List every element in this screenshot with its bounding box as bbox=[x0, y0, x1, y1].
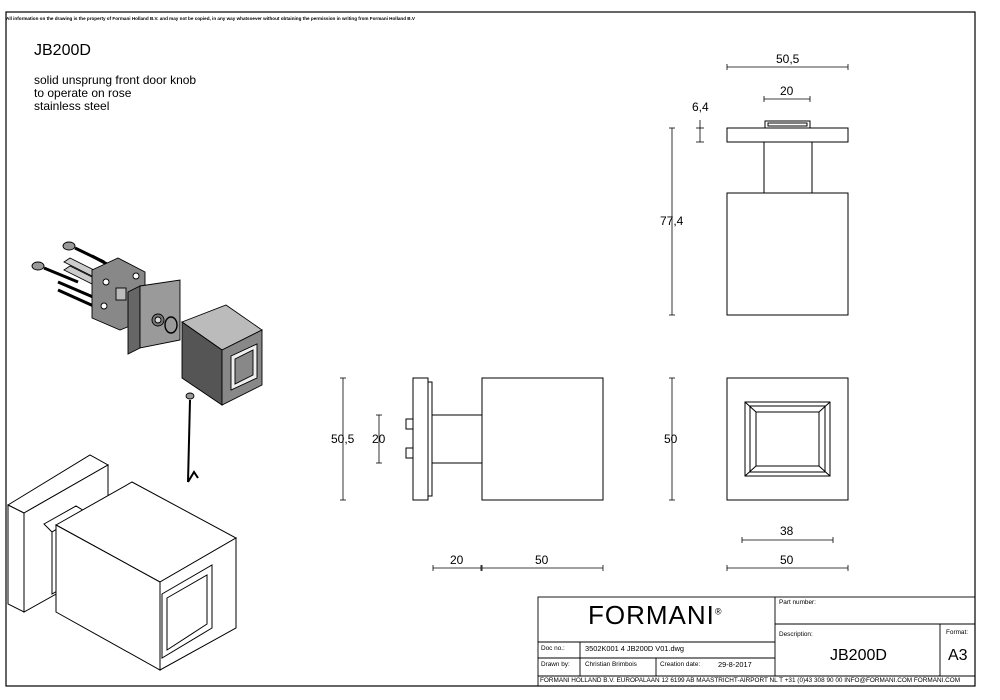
side-view-dimensions bbox=[339, 377, 604, 572]
front-view bbox=[726, 377, 849, 501]
dim-front-height: 50 bbox=[664, 432, 678, 446]
isometric-view bbox=[6, 454, 238, 671]
description-label: Description: bbox=[779, 631, 813, 638]
creation-date-value: 29-8-2017 bbox=[718, 660, 752, 669]
sheet-border bbox=[5, 11, 976, 687]
copyright-notice: All information on the drawing is the pr… bbox=[6, 16, 415, 21]
drawn-by-value: Christian Brimbois bbox=[585, 661, 637, 668]
dim-top-width: 50,5 bbox=[776, 52, 800, 66]
creation-date-label: Creation date: bbox=[660, 661, 701, 668]
rose-plate bbox=[127, 285, 141, 355]
dim-side-spindle: 20 bbox=[372, 432, 386, 446]
description-line-2: to operate on rose bbox=[34, 86, 132, 100]
description-line-1: solid unsprung front door knob bbox=[34, 73, 197, 87]
product-code: JB200D bbox=[34, 42, 91, 59]
screw-2 bbox=[31, 261, 79, 284]
doc-no-value: 3502K001 4 JB200D V01.dwg bbox=[585, 644, 685, 653]
exploded-view bbox=[31, 241, 263, 483]
drawn-by-label: Drawn by: bbox=[541, 661, 570, 668]
top-view-dimensions bbox=[668, 63, 849, 316]
footer-address: FORMANI HOLLAND B.V. EUROPALAAN 12 6199 … bbox=[540, 677, 961, 684]
dim-side-rose-height: 50,5 bbox=[331, 432, 355, 446]
title-block-lines bbox=[537, 596, 976, 687]
top-view bbox=[726, 120, 849, 316]
dim-rose-thickness: 6,4 bbox=[692, 100, 709, 114]
dim-front-width: 50 bbox=[780, 553, 794, 567]
dim-front-inner: 38 bbox=[780, 524, 794, 538]
formani-logo: FORMANI® bbox=[588, 600, 723, 630]
doc-no-label: Doc no.: bbox=[541, 645, 565, 652]
title-block: FORMANI® Part number: Description: JB200… bbox=[538, 597, 975, 686]
description-value: JB200D bbox=[830, 647, 887, 664]
dim-side-neck: 20 bbox=[450, 553, 464, 567]
side-view bbox=[405, 377, 604, 501]
front-view-dimensions bbox=[668, 377, 849, 572]
dim-top-height: 77,4 bbox=[660, 214, 684, 228]
dim-top-spindle: 20 bbox=[780, 84, 794, 98]
format-value: A3 bbox=[948, 647, 968, 664]
part-number-label: Part number: bbox=[779, 599, 816, 606]
dim-side-knob: 50 bbox=[535, 553, 549, 567]
format-label: Format: bbox=[946, 629, 969, 636]
description-line-3: stainless steel bbox=[34, 99, 110, 113]
